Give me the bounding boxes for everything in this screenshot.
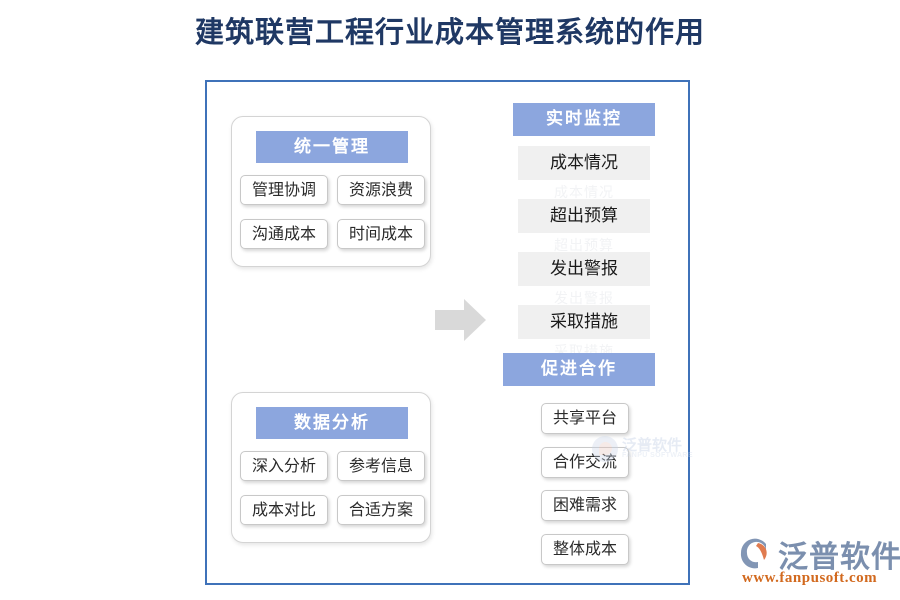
brand-name-cn: 泛普软件 (778, 541, 900, 574)
brand-website-url: www.fanpusoft.com (742, 570, 878, 586)
leaf-box-cost-comparison[interactable]: 成本对比 (240, 495, 328, 525)
leaf-box-cooperation-exchange[interactable]: 合作交流 (541, 447, 629, 478)
ghost-label-over-budget: 超出预算 (554, 237, 614, 253)
group-header-unified-management: 统一管理 (256, 131, 408, 163)
ghost-label-issue-alert: 发出警报 (554, 290, 614, 306)
leaf-box-overall-cost[interactable]: 整体成本 (541, 534, 629, 565)
page-title: 建筑联营工程行业成本管理系统的作用 (194, 17, 705, 49)
group-data-analysis: 数据分析 深入分析 参考信息 成本对比 合适方案 (231, 392, 431, 543)
leaf-box-management-coordination[interactable]: 管理协调 (240, 175, 328, 205)
ghost-label-cost-status: 成本情况 (554, 184, 614, 200)
leaf-box-suitable-plan[interactable]: 合适方案 (337, 495, 425, 525)
leaf-box-reference-information[interactable]: 参考信息 (337, 451, 425, 481)
fanpu-logo-icon (736, 534, 774, 572)
leaf-box-issue-alert[interactable]: 发出警报 (518, 252, 650, 286)
leaf-box-resource-waste[interactable]: 资源浪费 (337, 175, 425, 205)
diagram-frame: 统一管理 管理协调 资源浪费 沟通成本 时间成本 数据分析 深入分析 参考信息 … (205, 80, 693, 585)
leaf-box-cost-status[interactable]: 成本情况 (518, 146, 650, 180)
group-unified-management: 统一管理 管理协调 资源浪费 沟通成本 时间成本 (231, 116, 431, 267)
leaf-box-time-cost[interactable]: 时间成本 (337, 219, 425, 249)
group-header-data-analysis: 数据分析 (256, 407, 408, 439)
leaf-box-deep-analysis[interactable]: 深入分析 (240, 451, 328, 481)
leaf-box-difficult-demand[interactable]: 困难需求 (541, 490, 629, 521)
watermark-text-en: FANPU SOFTWARE (622, 452, 693, 459)
brand-logo: 泛普软件 www.fanpusoft.com (736, 528, 900, 590)
leaf-box-communication-cost[interactable]: 沟通成本 (240, 219, 328, 249)
group-header-promote-cooperation: 促进合作 (503, 353, 655, 386)
leaf-box-take-measures[interactable]: 采取措施 (518, 305, 650, 339)
leaf-box-over-budget[interactable]: 超出预算 (518, 199, 650, 233)
flow-arrow-right-icon (435, 297, 487, 343)
leaf-box-shared-platform[interactable]: 共享平台 (541, 403, 629, 434)
group-header-real-time-monitoring: 实时监控 (513, 103, 655, 136)
watermark-text-cn: 泛普软件 (622, 437, 683, 454)
